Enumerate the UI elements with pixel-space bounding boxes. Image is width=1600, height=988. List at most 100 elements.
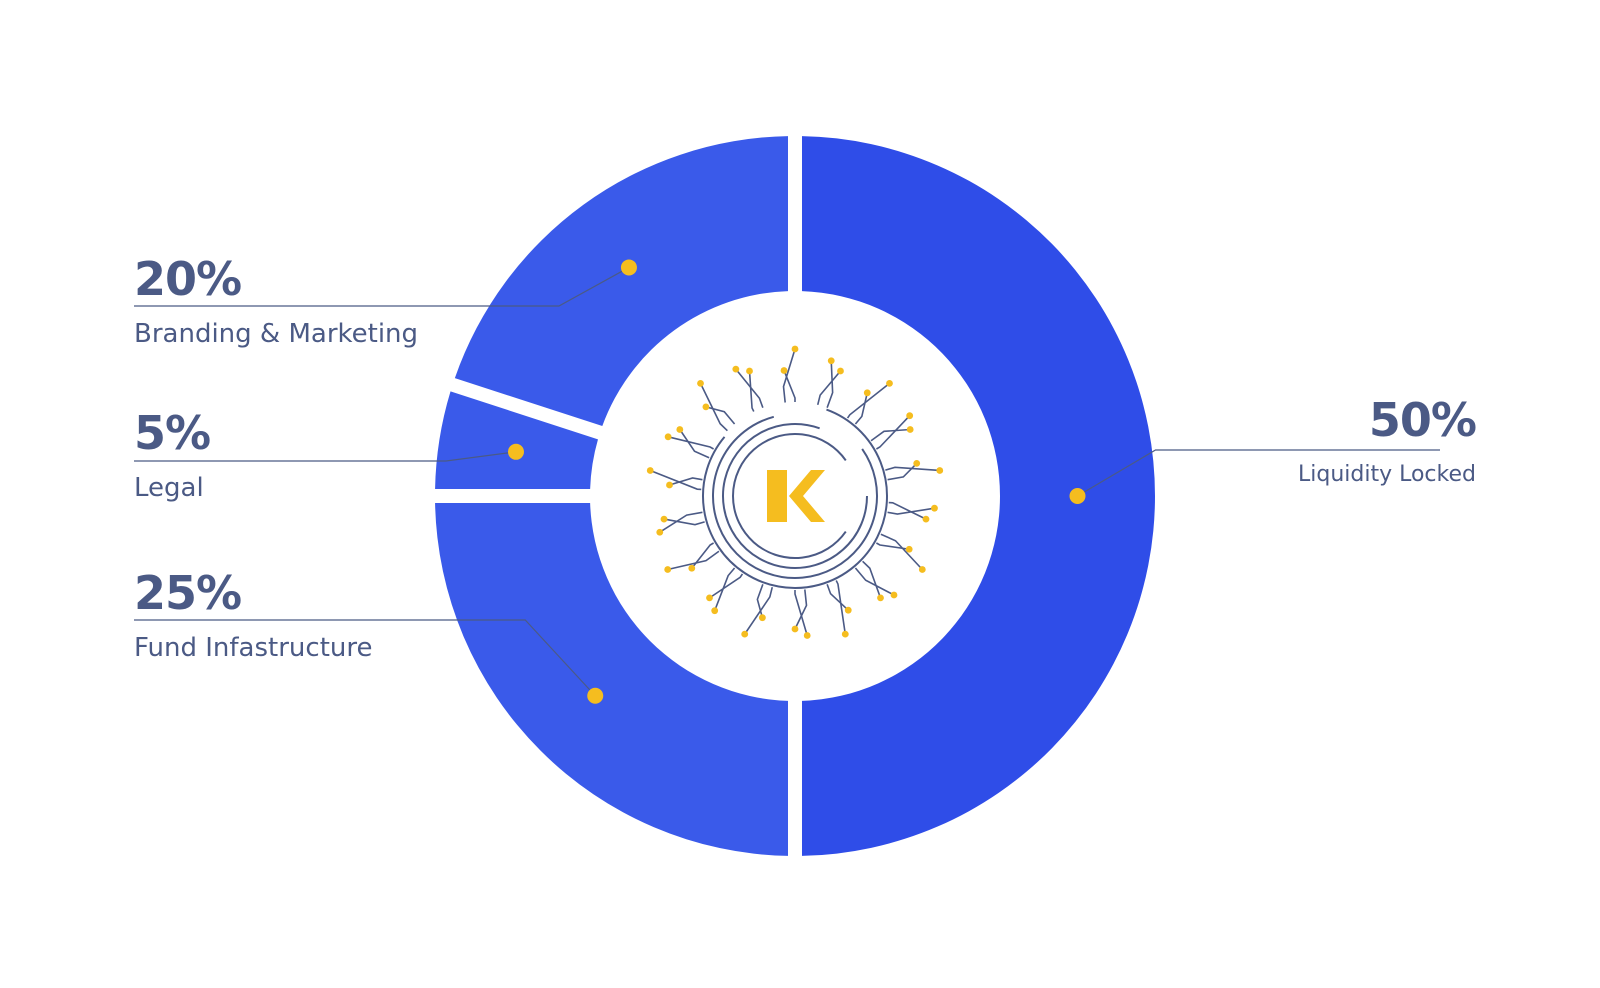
logo-k-arms	[789, 470, 825, 522]
logo-k-stem	[767, 470, 787, 522]
logo-node	[676, 426, 684, 433]
logo-node	[706, 594, 713, 602]
logo-trace	[887, 462, 918, 481]
logo-node	[877, 594, 884, 602]
slice-labels: 20% Branding & Marketing 5% Legal 25% Fu…	[134, 252, 1477, 663]
logo-trace	[663, 518, 705, 526]
logo-trace	[816, 370, 842, 405]
logo-trace	[667, 550, 720, 571]
logo-trace	[783, 370, 796, 402]
logo-trace	[735, 368, 764, 408]
logo-node	[827, 357, 835, 365]
slice-fund	[435, 502, 789, 856]
logo-trace	[854, 392, 869, 425]
logo-trace	[705, 406, 736, 425]
logo-trace	[691, 542, 714, 569]
slice-branding	[454, 136, 789, 427]
pct-label-liquidity: 50%	[1369, 393, 1476, 447]
logo-node	[837, 367, 844, 375]
logo-node	[918, 566, 926, 573]
logo-trace	[667, 436, 714, 450]
logo-node	[656, 528, 664, 536]
pct-label-legal: 5%	[134, 406, 210, 460]
logo-node	[697, 379, 704, 387]
logo-node	[664, 566, 672, 573]
logo-trace	[709, 573, 744, 599]
logo-node	[906, 412, 914, 420]
logo-node	[791, 345, 799, 353]
logo-node	[746, 367, 753, 375]
leader-line	[134, 619, 596, 697]
logo-node	[844, 606, 852, 614]
logo-trace	[826, 360, 834, 408]
logo-node	[841, 630, 849, 638]
logo-node	[666, 481, 673, 489]
logo-trace	[826, 584, 849, 611]
logo-node	[890, 591, 898, 599]
logo-trace	[748, 370, 755, 412]
logo-trace	[885, 466, 940, 472]
logo-trace	[880, 533, 923, 571]
logo-trace	[794, 589, 808, 630]
logo-node	[931, 504, 938, 512]
logo-trace	[669, 477, 703, 486]
logo-trace	[782, 348, 796, 403]
pct-label-fund: 25%	[134, 566, 241, 620]
logo-trace	[887, 507, 935, 515]
slice-label-branding: Branding & Marketing	[134, 319, 418, 349]
slice-label-legal: Legal	[134, 473, 204, 503]
slice-legal	[435, 391, 598, 490]
logo-node	[688, 564, 696, 572]
marker-branding	[620, 259, 637, 276]
slice-label-liquidity: Liquidity Locked	[1298, 462, 1476, 487]
logo-trace	[835, 580, 847, 635]
logo-node	[758, 614, 766, 622]
logo-trace	[862, 560, 882, 599]
logo-node	[660, 515, 668, 523]
logo-node	[732, 365, 740, 373]
donut-slices	[435, 136, 1155, 856]
logo-ring	[732, 433, 847, 559]
logo-trace	[679, 429, 710, 459]
logo-node	[741, 630, 749, 638]
logo-ring	[702, 408, 888, 589]
logo-trace	[888, 501, 927, 520]
leader-line	[134, 266, 630, 307]
logo-node	[922, 515, 930, 523]
logo-ring	[722, 423, 868, 569]
logo-trace	[699, 383, 728, 432]
logo-trace	[870, 428, 911, 442]
logo-node	[780, 367, 788, 374]
logo-trace	[876, 415, 911, 450]
marker-legal	[507, 443, 524, 460]
marker-fund	[587, 687, 604, 704]
logo-node	[791, 625, 799, 633]
leader-line	[1077, 449, 1440, 497]
marker-liquidity	[1069, 488, 1086, 504]
logo-node	[803, 632, 811, 639]
slice-label-fund: Fund Infastructure	[134, 633, 372, 663]
logo-trace	[846, 382, 890, 419]
logo-node	[905, 545, 913, 553]
logo-node	[702, 403, 710, 411]
logo-node	[936, 467, 944, 474]
logo-trace	[713, 567, 736, 611]
logo-trace	[794, 590, 808, 636]
pct-label-branding: 20%	[134, 252, 241, 306]
logo-node	[664, 433, 672, 441]
logo-trace	[659, 511, 703, 533]
leader-line	[134, 451, 517, 462]
logo-node	[646, 467, 654, 474]
slice-liquidity	[801, 136, 1155, 856]
logo-trace	[649, 469, 702, 491]
circuit-k-logo	[646, 345, 944, 639]
logo-trace	[854, 567, 895, 596]
logo-node	[863, 389, 871, 397]
logo-trace	[876, 542, 910, 551]
logo-node	[886, 379, 893, 387]
logo-node	[906, 426, 914, 433]
logo-trace	[744, 587, 774, 635]
leader-lines	[134, 259, 1440, 704]
logo-node	[711, 607, 719, 615]
